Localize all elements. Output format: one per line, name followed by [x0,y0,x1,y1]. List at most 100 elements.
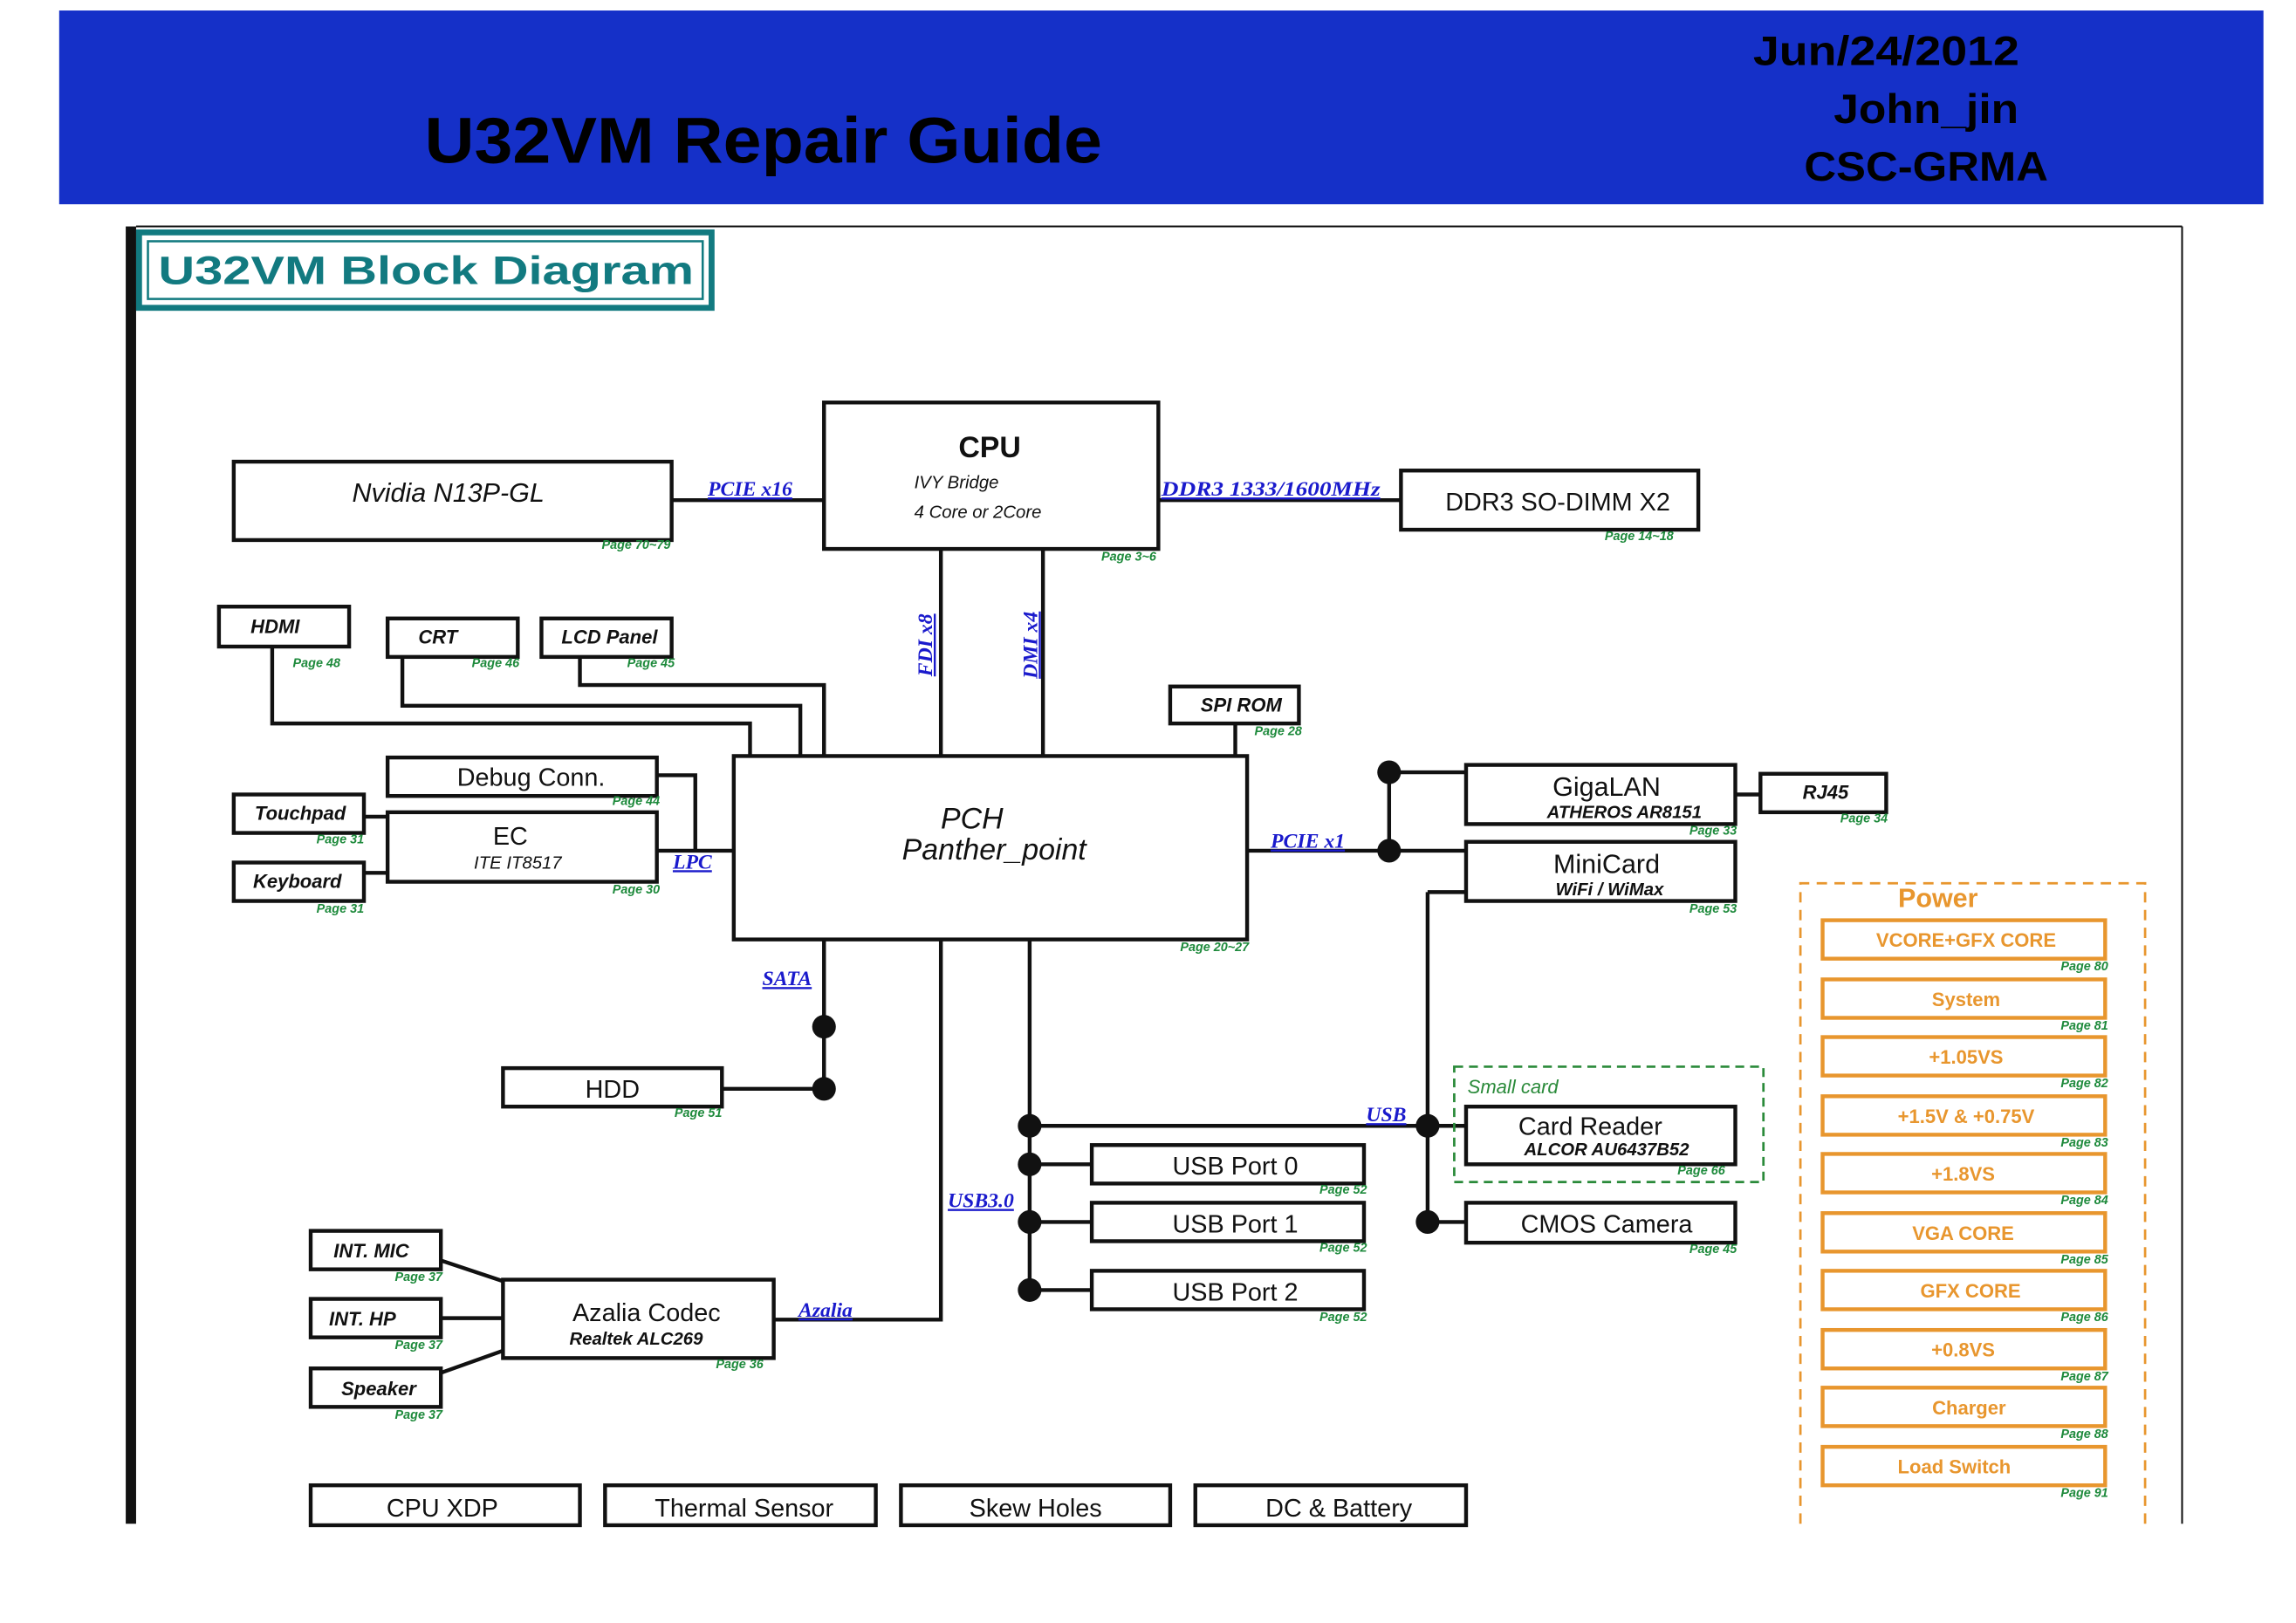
usb-port-1-box [1089,1201,1367,1243]
ec-block: EC ITE IT8517 Page 30 [385,810,660,897]
card-reader-page-ref: Page 66 [1677,1164,1725,1178]
minicard-block: MiniCard WiFi / WiMax Page 53 [1463,839,1737,916]
lcd-page-ref: Page 45 [627,657,675,671]
bus-label-pcie-x1: PCIE x1 [1270,831,1345,853]
spi-rom-block: SPI ROM Page 28 [1168,684,1302,739]
gigalan-line1: ATHEROS AR8151 [1546,804,1702,823]
gpu-label: Nvidia N13P-GL [352,478,544,508]
lcd-box [539,616,674,660]
bus-label-fdi: FDI x8 [915,613,937,677]
diagram-title-border [135,229,715,312]
bus-label-usb3: USB3.0 [948,1189,1014,1212]
cpu-label: CPU [958,431,1021,464]
azalia-codec-page-ref: Page 36 [716,1358,764,1372]
power-item-box [1820,1386,2108,1428]
spi-rom-label: SPI ROM [1201,695,1283,716]
rj45-page-ref: Page 34 [1840,812,1888,826]
bus-label-pcie-x16: PCIE x16 [707,478,792,501]
power-item-1-05vs: +1.05VS Page 82 [1820,1035,2108,1091]
power-item-page-ref: Page 84 [2060,1194,2108,1208]
cpu-line2: 4 Core or 2Core [915,503,1042,522]
frame-left-bar [126,226,136,1524]
crt-pch-link [400,656,803,757]
junction-dot [1415,1113,1440,1138]
usb-port-1-label: USB Port 1 [1172,1210,1298,1238]
bus-label-dmi: DMI x4 [1019,612,1042,680]
lcd-block: LCD Panel Page 45 [539,616,675,671]
int-hp-block: INT. HP Page 37 [308,1297,443,1352]
touchpad-block: Touchpad Page 31 [231,792,367,846]
power-item-label: +1.05VS [1929,1046,2003,1068]
hdd-label: HDD [586,1076,640,1104]
mic-codec-link [440,1258,504,1284]
keyboard-block: Keyboard Page 31 [231,860,367,916]
debug-lpc-link [656,773,697,851]
power-title: Power [1898,883,1978,913]
debug-conn-box [385,755,659,798]
rj45-block: RJ45 Page 34 [1758,771,1888,826]
small-card-group: Small card [1453,1065,1765,1184]
hdmi-pch-link [270,646,752,757]
touchpad-label: Touchpad [255,802,346,824]
header-group: CSC-GRMA [1804,144,2048,190]
header-author: John_jin [1833,86,2018,133]
usb-port-1-block: USB Port 1 Page 52 [1089,1201,1367,1255]
power-item-label: Charger [1932,1397,2006,1419]
power-item-box [1820,977,2108,1020]
skew-holes-label: Skew Holes [970,1495,1102,1523]
power-item-load-switch: Load Switch Page 91 [1820,1444,2108,1501]
minicard-label: MiniCard [1553,849,1660,879]
power-item-label: System [1932,989,2000,1010]
header-background [58,10,2264,205]
junction-dot [1377,760,1402,784]
bus-label-ddr3: DDR3 1333/1600MHz [1161,478,1381,501]
pch-page-ref: Page 20~27 [1180,941,1250,955]
junction-dot [812,1077,836,1101]
ec-line1: ITE IT8517 [474,853,562,873]
rj45-label: RJ45 [1803,782,1849,804]
gigalan-block: GigaLAN ATHEROS AR8151 Page 33 [1463,763,1737,838]
crt-label: CRT [418,627,458,648]
crt-block: CRT Page 46 [385,616,520,671]
page-title: U32VM Repair Guide [425,104,1102,177]
hdd-box [501,1065,724,1109]
bottom-row: CPU XDP Thermal Sensor Skew Holes DC & B… [308,1483,1469,1528]
bus-label-sata: SATA [763,968,812,990]
hdmi-block: HDMI Page 48 [216,605,352,671]
speaker-codec-link [440,1348,504,1375]
power-item-page-ref: Page 87 [2060,1370,2108,1384]
gpu-block: Nvidia N13P-GL Page 70~79 [231,459,674,552]
wires [270,497,1761,1375]
touchpad-box [231,792,367,835]
junction-dot [1377,839,1402,863]
power-dashed-border [1799,881,2147,1524]
cmos-camera-box [1463,1201,1737,1245]
junction-dot [1018,1113,1042,1138]
int-mic-page-ref: Page 37 [395,1270,443,1284]
power-item-page-ref: Page 81 [2060,1019,2108,1033]
junction-dots [812,760,1440,1302]
bus-label-azalia: Azalia [797,1299,853,1322]
debug-conn-label: Debug Conn. [457,764,606,791]
hdd-block: HDD Page 51 [501,1065,724,1120]
power-item-page-ref: Page 83 [2060,1136,2108,1150]
diagram-title: U32VM Block Diagram [158,249,694,293]
dimm-page-ref: Page 14~18 [1605,530,1674,544]
header-date: Jun/24/2012 [1753,29,2019,75]
power-group: Power VCORE+GFX CORE Page 80 System Page… [1799,881,2147,1524]
power-item-box [1820,1211,2108,1254]
ec-label: EC [493,823,528,851]
header-band: U32VM Repair Guide Jun/24/2012 John_jin … [58,10,2264,205]
power-item-box [1820,1444,2108,1488]
pch-line1: Panther_point [902,833,1088,866]
power-item-page-ref: Page 80 [2060,960,2108,974]
card-reader-label: Card Reader [1518,1113,1662,1140]
diagram-title-box: U32VM Block Diagram [135,229,715,312]
cmos-camera-label: CMOS Camera [1521,1210,1694,1238]
small-card-label: Small card [1468,1076,1559,1098]
int-mic-box [308,1229,443,1271]
bus-labels: PCIE x16 DDR3 1333/1600MHz FDI x8 DMI x4… [672,478,1407,1322]
gigalan-box [1463,763,1737,826]
pch-label: PCH [941,802,1004,835]
